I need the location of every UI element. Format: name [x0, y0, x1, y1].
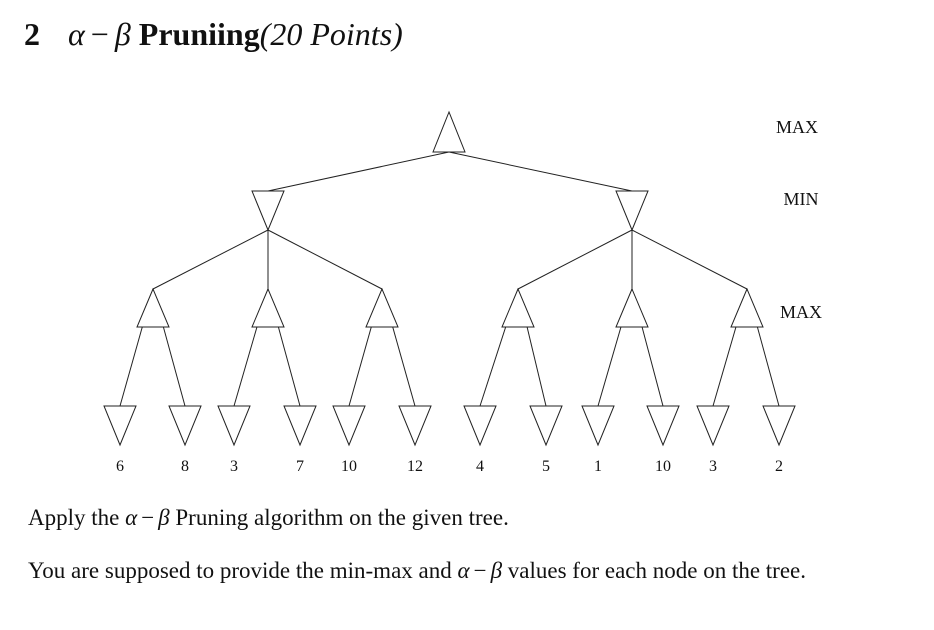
- level-label-2: MIN: [784, 189, 819, 209]
- edge-root-min-1: [267, 151, 450, 192]
- leaf-node-4: [283, 405, 317, 447]
- instruction-2-minus: −: [473, 558, 487, 583]
- instruction-1-after: Pruning algorithm on the given tree.: [175, 505, 509, 530]
- level-label-1: MAX: [776, 117, 818, 137]
- max-node-2: [251, 287, 285, 328]
- leaf-node-3: [217, 405, 251, 447]
- section-points: (20 Points): [259, 16, 403, 52]
- leaf-node-1: [103, 405, 137, 447]
- leaf-node-7: [463, 405, 497, 447]
- edge-min-max-3: [267, 229, 383, 290]
- leaf-node-12: [762, 405, 796, 447]
- edge-min-max-6: [631, 229, 748, 290]
- edge-root-min-2: [448, 151, 633, 192]
- leaf-node-11: [696, 405, 730, 447]
- instruction-line-1: Apply the α−β Pruning algorithm on the g…: [28, 503, 509, 533]
- leaf-value-12: 2: [775, 458, 783, 475]
- instruction-line-2: You are supposed to provide the min-max …: [28, 556, 806, 586]
- instruction-2-alpha: α: [457, 558, 470, 583]
- leaf-value-10: 10: [655, 458, 671, 475]
- minus-symbol: −: [90, 16, 109, 52]
- leaf-value-9: 1: [594, 458, 602, 475]
- alpha-symbol: α: [68, 16, 85, 52]
- leaf-node-8: [529, 405, 563, 447]
- edge-min-max-1: [152, 229, 269, 290]
- leaf-node-5: [332, 405, 366, 447]
- leaf-value-4: 7: [296, 458, 304, 475]
- leaf-value-11: 3: [709, 458, 717, 475]
- leaf-value-3: 3: [230, 458, 238, 475]
- leaf-node-10: [646, 405, 680, 447]
- section-title: Pruniing: [138, 16, 260, 52]
- leaf-node-9: [581, 405, 615, 447]
- instruction-1-before: Apply the: [28, 505, 120, 530]
- max-node-1: [136, 287, 170, 328]
- instruction-2-before: You are supposed to provide the min-max …: [28, 558, 452, 583]
- root-max-node: [432, 110, 466, 153]
- leaf-node-6: [398, 405, 432, 447]
- instruction-1-alpha: α: [125, 505, 138, 530]
- leaf-value-2: 8: [181, 458, 189, 475]
- leaf-value-7: 4: [476, 458, 484, 475]
- min-node-2: [615, 190, 649, 232]
- beta-symbol: β: [114, 16, 131, 52]
- section-number: 2: [24, 16, 40, 52]
- min-node-1: [251, 190, 285, 232]
- leaf-value-5: 10: [341, 458, 357, 475]
- max-node-4: [501, 287, 535, 328]
- max-node-6: [730, 287, 764, 328]
- level-label-3: MAX: [780, 302, 822, 322]
- max-node-3: [365, 287, 399, 328]
- leaf-value-1: 6: [116, 458, 124, 475]
- leaf-value-8: 5: [542, 458, 550, 475]
- max-node-5: [615, 287, 649, 328]
- leaf-node-2: [168, 405, 202, 447]
- edge-min-max-4: [517, 229, 633, 290]
- instruction-1-beta: β: [158, 505, 170, 530]
- leaf-value-6: 12: [407, 458, 423, 475]
- instruction-2-beta: β: [490, 558, 503, 583]
- instruction-1-minus: −: [141, 505, 155, 530]
- instruction-2-after: values for each node on the tree.: [507, 558, 807, 583]
